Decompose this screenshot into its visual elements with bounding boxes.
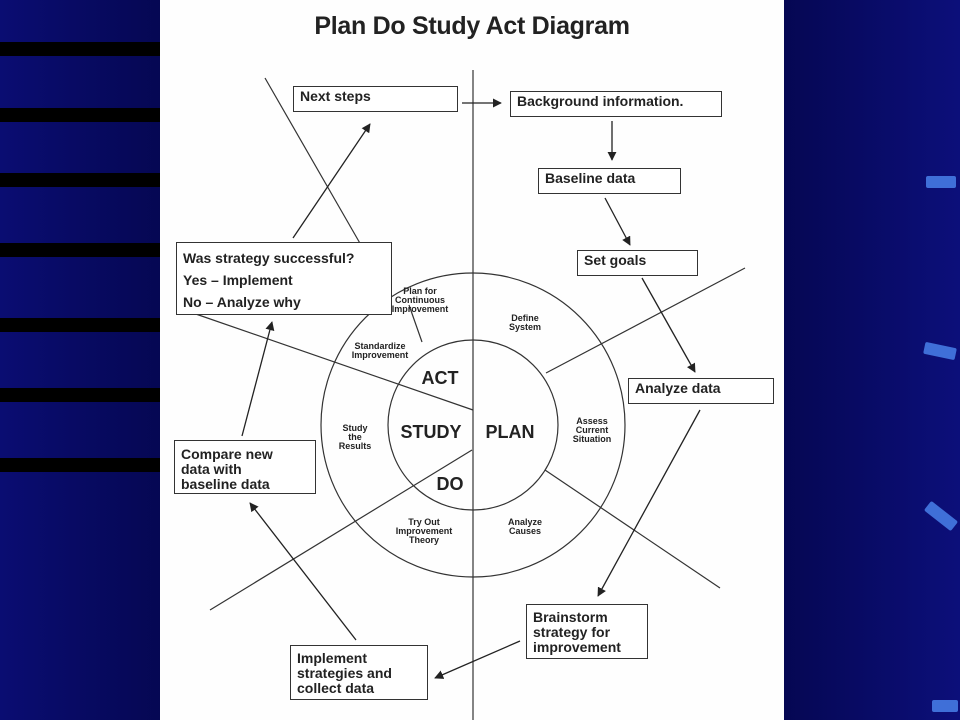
ring-text: Plan for	[403, 286, 437, 296]
decor-stripe	[0, 173, 160, 187]
decor-slash	[923, 500, 959, 532]
arrow-strategy-to-next	[292, 123, 371, 239]
do-label: DO	[436, 474, 464, 494]
implement-line: strategies and	[297, 665, 392, 681]
compare-line: Compare new	[181, 446, 273, 462]
baseline-data-label: Baseline data	[545, 170, 636, 186]
ring-text: Current	[575, 425, 609, 435]
decor-slash	[932, 700, 958, 712]
compare-line: baseline data	[181, 476, 270, 492]
decor-stripe	[0, 318, 160, 332]
brainstorm-line: improvement	[533, 639, 621, 655]
ring-text: Improvement	[391, 304, 449, 314]
ring-text: Standardize	[354, 341, 406, 351]
arrow-implement-to-compare	[249, 502, 357, 641]
assess-label: Assess Current Situation	[558, 417, 626, 444]
next-steps-label: Next steps	[300, 88, 371, 104]
decor-stripe	[0, 243, 160, 257]
arrow-baseline-to-goals	[604, 197, 631, 246]
ring-text: Improvement	[395, 526, 453, 536]
arrow-compare-to-strategy	[241, 321, 275, 437]
cross-line	[209, 449, 473, 611]
brainstorm-box: Brainstorm strategy for improvement	[526, 604, 648, 659]
analyze-data-box: Analyze data	[628, 378, 774, 404]
strategy-successful-box: Was strategy successful? Yes – Implement…	[176, 242, 392, 315]
cross-line	[264, 77, 366, 253]
plan-label: PLAN	[485, 422, 535, 442]
cross-line	[544, 469, 721, 589]
implement-box: Implement strategies and collect data	[290, 645, 428, 700]
implement-line: Implement	[297, 650, 368, 666]
brainstorm-line: strategy for	[533, 624, 611, 640]
arrow-goals-to-analyze	[641, 277, 696, 373]
decor-slash	[923, 341, 957, 361]
ring-text: Theory	[408, 535, 439, 545]
analyze-data-label: Analyze data	[635, 380, 721, 396]
set-goals-label: Set goals	[584, 252, 647, 268]
diagram-title: Plan Do Study Act Diagram	[314, 12, 630, 40]
ring-text: Situation	[572, 434, 612, 444]
strategy-line: Was strategy successful?	[183, 250, 355, 266]
decor-stripe	[0, 458, 160, 472]
ring-text: Study	[342, 423, 368, 433]
ring-text: Causes	[508, 526, 542, 536]
compare-box: Compare new data with baseline data	[174, 440, 316, 494]
ring-text: the	[348, 432, 362, 442]
background-information-label: Background information.	[517, 93, 684, 109]
brainstorm-line: Brainstorm	[533, 609, 608, 625]
background-information-box: Background information.	[510, 91, 722, 117]
study-label: STUDY	[400, 422, 462, 442]
decor-stripe	[0, 42, 160, 56]
next-steps-box: Next steps	[293, 86, 458, 112]
define-system-label: Define System	[490, 314, 560, 332]
ring-text: Define	[511, 313, 539, 323]
analyze-causes-label: Analyze Causes	[490, 518, 560, 536]
diagram-paper: Plan Do Study Act Diagram Next steps Bac…	[160, 0, 784, 720]
right-background	[784, 0, 960, 720]
cross-line	[189, 311, 474, 411]
strategy-line: No – Analyze why	[183, 294, 301, 310]
set-goals-box: Set goals	[577, 250, 698, 276]
ring-divider	[408, 304, 423, 343]
ring-text: Continuous	[395, 295, 445, 305]
diagram-lines	[189, 70, 746, 720]
arrow-brainstorm-to-implement	[434, 640, 521, 679]
try-out-label: Try Out Improvement Theory	[384, 518, 464, 545]
plan-continuous-label: Plan for Continuous Improvement	[380, 287, 460, 314]
ring-text: System	[508, 322, 542, 332]
ring-text: Results	[338, 441, 372, 451]
decor-stripe	[0, 108, 160, 122]
standardize-label: Standardize Improvement	[340, 342, 420, 360]
outer-ring	[320, 272, 626, 578]
arrow-analyze-to-brainstorm	[597, 409, 701, 597]
ring-text: Try Out	[408, 517, 440, 527]
compare-line: data with	[181, 461, 242, 477]
implement-line: collect data	[297, 680, 375, 696]
study-results-label: Study the Results	[325, 424, 385, 451]
inner-ring	[387, 339, 559, 511]
decor-slash	[926, 176, 956, 188]
ring-text: Assess	[576, 416, 608, 426]
strategy-line: Yes – Implement	[183, 272, 293, 288]
decor-stripe	[0, 388, 160, 402]
ring-text: Improvement	[351, 350, 409, 360]
ring-text: Analyze	[507, 517, 542, 527]
act-label: ACT	[421, 368, 459, 388]
baseline-data-box: Baseline data	[538, 168, 681, 194]
cross-line	[545, 267, 746, 374]
left-background	[0, 0, 160, 720]
